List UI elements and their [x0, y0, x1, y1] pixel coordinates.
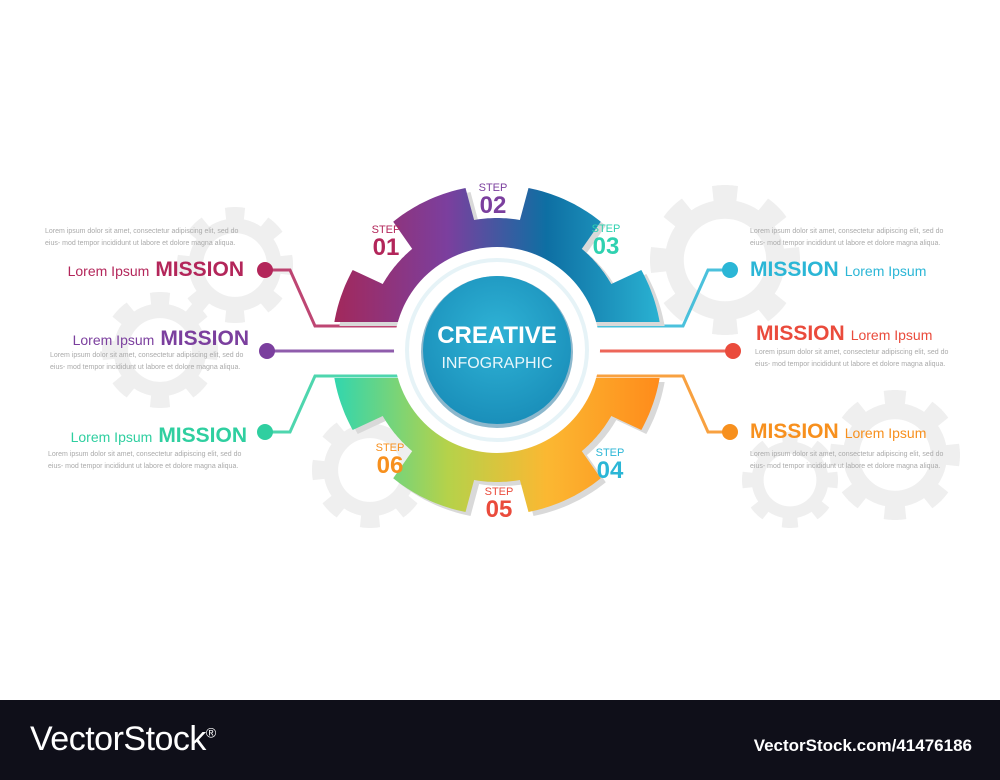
mission-3-heading: Lorem Ipsum MISSION — [65, 424, 247, 448]
step-number: 06 — [376, 452, 404, 479]
mission-4-text: Lorem ipsum dolor sit amet, consectetur … — [750, 228, 944, 247]
background-gear-hole — [338, 438, 402, 502]
step-number: 02 — [479, 192, 507, 219]
step-label: STEP — [484, 486, 514, 498]
mission-title: MISSION — [160, 327, 249, 350]
registered-mark: ® — [205, 724, 216, 741]
mission-5-text: Lorem ipsum dolor sit amet, consectetur … — [755, 349, 949, 368]
mission-title: MISSION — [158, 424, 247, 447]
mission-title: MISSION — [750, 258, 839, 281]
center-circle — [423, 276, 571, 424]
step-label: STEP — [591, 223, 621, 235]
background-gear-hole — [203, 233, 267, 297]
mission-title: MISSION — [756, 322, 845, 345]
step-number: 03 — [592, 233, 620, 260]
connector-dot — [257, 424, 273, 440]
mission-title: MISSION — [155, 258, 244, 281]
footer-bar: VectorStock® VectorStock.com/41476186 — [0, 700, 1000, 780]
mission-1-text: Lorem ipsum dolor sit amet, consectetur … — [45, 228, 239, 247]
mission-3-text: Lorem ipsum dolor sit amet, consectetur … — [48, 451, 242, 470]
step-label: STEP — [595, 447, 625, 459]
step-label: STEP — [478, 182, 508, 194]
center-title: CREATIVE — [437, 322, 557, 349]
connector-dot — [725, 343, 741, 359]
image-id: VectorStock.com/41476186 — [753, 736, 972, 755]
step-label: STEP — [375, 442, 405, 454]
step-number: 01 — [372, 234, 400, 261]
gear-artwork — [102, 185, 960, 528]
mission-4-heading: MISSION Lorem Ipsum — [750, 258, 932, 282]
mission-subtitle: Lorem Ipsum — [844, 425, 927, 441]
center-ring — [405, 258, 589, 442]
mission-subtitle: Lorem Ipsum — [850, 327, 933, 343]
mission-2-text: Lorem ipsum dolor sit amet, consectetur … — [50, 352, 244, 371]
center-subtitle: INFOGRAPHIC — [441, 355, 553, 372]
background-gear-hole — [763, 453, 817, 507]
mission-5-heading: MISSION Lorem Ipsum — [756, 322, 938, 346]
mission-subtitle: Lorem Ipsum — [67, 263, 150, 279]
background-gear-hole — [859, 419, 931, 491]
connector-dot — [722, 424, 738, 440]
mission-6-text: Lorem ipsum dolor sit amet, consectetur … — [750, 451, 944, 470]
background-gear-hole — [128, 318, 192, 382]
step-label: STEP — [371, 224, 401, 236]
mission-subtitle: Lorem Ipsum — [72, 332, 155, 348]
step-number: 04 — [596, 457, 624, 484]
connector-dot — [722, 262, 738, 278]
logo-text: VectorStock — [30, 720, 206, 758]
vectorstock-logo: VectorStock® — [30, 720, 216, 759]
mission-2-heading: Lorem Ipsum MISSION — [67, 327, 249, 351]
step-number: 05 — [485, 496, 513, 523]
connector-dot — [257, 262, 273, 278]
mission-subtitle: Lorem Ipsum — [844, 263, 927, 279]
connector-line — [575, 374, 730, 434]
mission-title: MISSION — [750, 420, 839, 443]
connector-dot — [259, 343, 275, 359]
mission-1-heading: Lorem Ipsum MISSION — [62, 258, 244, 282]
mission-subtitle: Lorem Ipsum — [70, 429, 153, 445]
connector-line — [265, 374, 420, 434]
mission-6-heading: MISSION Lorem Ipsum — [750, 420, 932, 444]
